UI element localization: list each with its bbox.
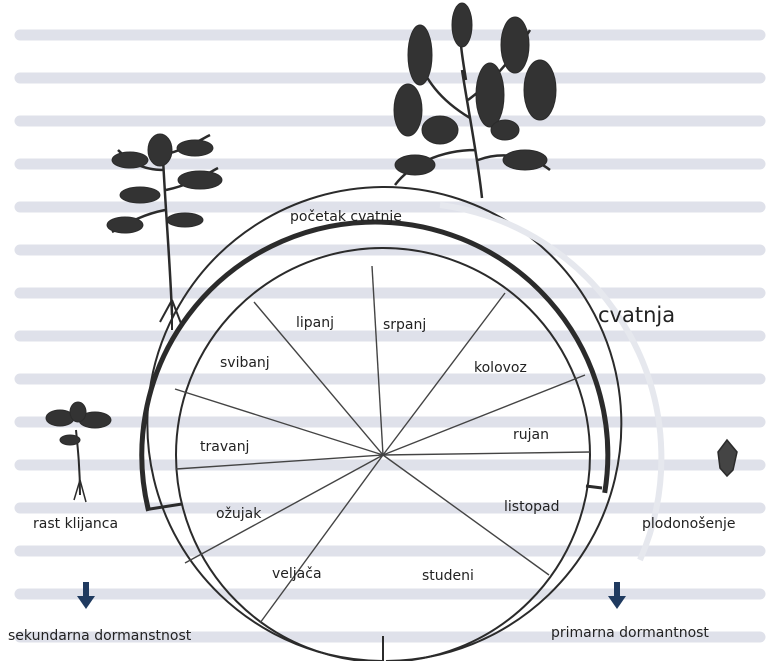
month-label: kolovoz: [474, 360, 527, 376]
fruiting-label: plodonošenje: [642, 516, 736, 532]
flowering-start-label: početak cvatnje: [290, 209, 402, 225]
month-label: srpanj: [383, 317, 426, 333]
primary-dormancy-label: primarna dormantnost: [551, 625, 709, 641]
faint-ring: [439, 202, 665, 562]
seedling-growth-label: rast klijanca: [33, 516, 118, 532]
flowering-label: cvatnja: [598, 303, 675, 327]
outer-ring: [146, 186, 623, 661]
month-label: svibanj: [220, 355, 270, 371]
month-label: veljača: [272, 566, 322, 582]
month-label: rujan: [513, 427, 549, 443]
month-divider-lines: [174, 265, 591, 624]
arrow-down-icon: [77, 582, 95, 609]
month-label: travanj: [200, 439, 249, 455]
month-label: ožujak: [216, 506, 262, 522]
month-label: studeni: [422, 568, 474, 584]
ragweed-plant-icon: [106, 133, 223, 330]
seed-icon: [717, 438, 738, 478]
month-label: listopad: [504, 499, 559, 515]
month-labels: lipanj srpanj kolovoz rujan listopad stu…: [200, 315, 559, 584]
secondary-dormancy-label: sekundarna dormanstnost: [8, 628, 192, 644]
month-label: lipanj: [296, 315, 334, 331]
ragweed-flowering-plant-icon: [393, 2, 557, 199]
seedling-icon: [45, 401, 112, 503]
background-text-lines: [14, 29, 766, 643]
arrow-down-icon: [608, 582, 626, 609]
flowering-period-band: [139, 219, 611, 512]
